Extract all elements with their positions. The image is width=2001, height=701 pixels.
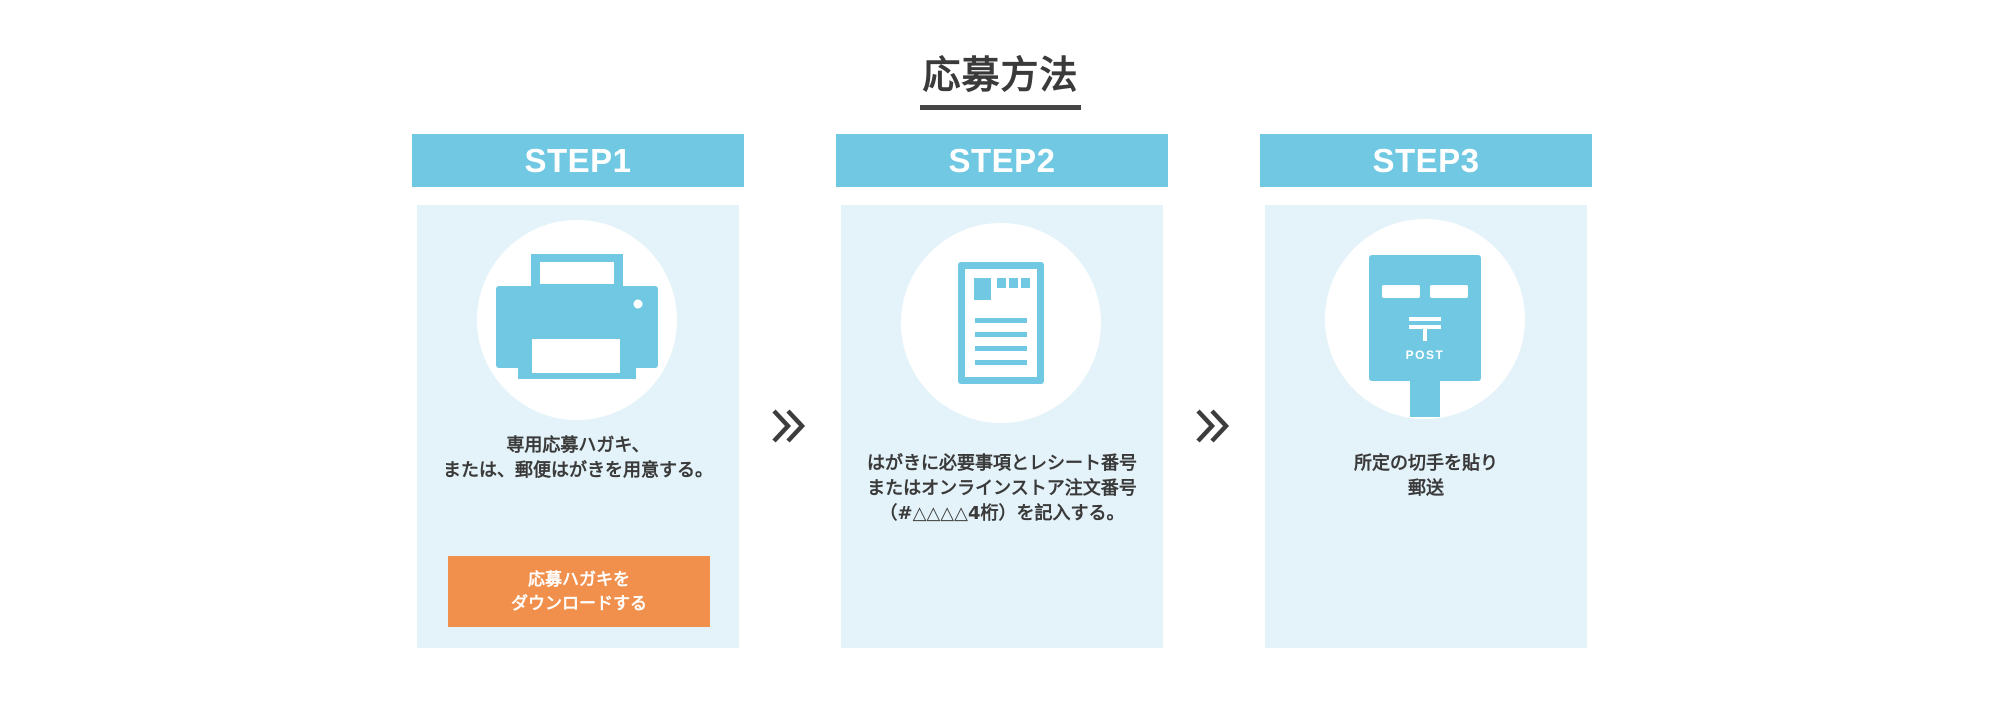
step2-card: はがきに必要事項とレシート番号 またはオンラインストア注文番号 （#△△△△4桁…	[841, 205, 1163, 648]
step1-line: または、郵便はがきを用意する。	[443, 460, 713, 481]
page-title: 応募方法	[920, 44, 1081, 110]
section-title: 応募方法	[0, 44, 2001, 110]
download-button-line: ダウンロードする	[511, 593, 647, 614]
step1-line: 専用応募ハガキ、	[506, 435, 650, 456]
double-chevron-right-icon	[1196, 409, 1230, 443]
postbox-icon: POST	[1369, 255, 1481, 417]
step3-line: 所定の切手を貼り	[1354, 453, 1498, 474]
step2-description: はがきに必要事項とレシート番号 またはオンラインストア注文番号 （#△△△△4桁…	[841, 451, 1163, 526]
step3-line: 郵送	[1408, 478, 1444, 499]
double-chevron-right-icon	[772, 409, 806, 443]
postcard-document-icon	[958, 262, 1044, 384]
step1-card: 専用応募ハガキ、 または、郵便はがきを用意する。 応募ハガキを ダウンロードする	[417, 205, 739, 648]
step2-line: またはオンラインストア注文番号	[867, 478, 1137, 499]
step3-description: 所定の切手を貼り 郵送	[1265, 451, 1587, 501]
download-button-line: 応募ハガキを	[528, 569, 630, 590]
step2-header: STEP2	[836, 134, 1168, 187]
step3-header: STEP3	[1260, 134, 1592, 187]
step1-header: STEP1	[412, 134, 744, 187]
step3-card: POST 所定の切手を貼り 郵送	[1265, 205, 1587, 648]
step2-line: （#△△△△4桁）を記入する。	[879, 503, 1125, 524]
download-postcard-button[interactable]: 応募ハガキを ダウンロードする	[448, 556, 710, 627]
step1-description: 専用応募ハガキ、 または、郵便はがきを用意する。	[417, 433, 739, 483]
postbox-label: POST	[1406, 348, 1445, 362]
step1-icon-circle	[477, 220, 677, 420]
printer-icon	[496, 254, 658, 379]
step2-line: はがきに必要事項とレシート番号	[867, 453, 1137, 474]
step3-icon-circle: POST	[1325, 219, 1525, 419]
step2-icon-circle	[901, 223, 1101, 423]
